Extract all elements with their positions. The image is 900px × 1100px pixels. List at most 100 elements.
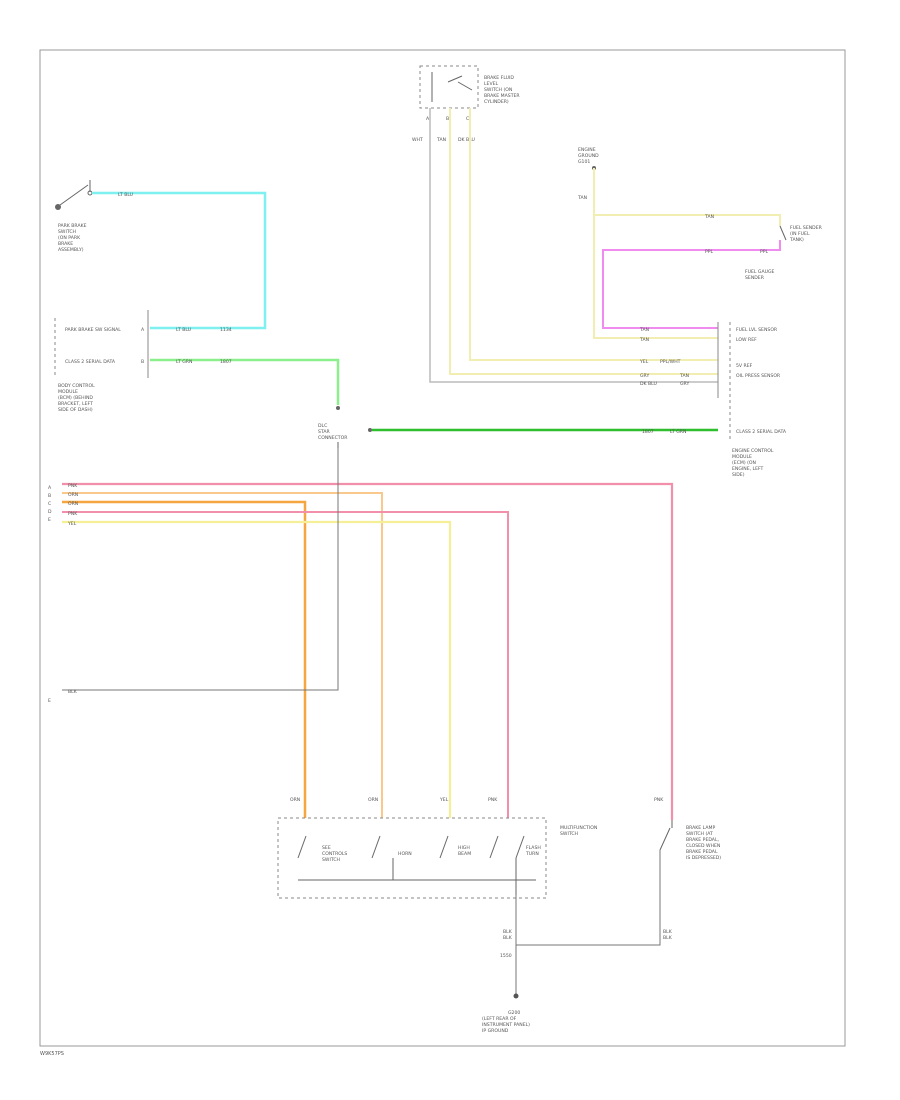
wire-label-bfs-wht: WHT (412, 137, 423, 143)
fuel-sender: FUEL SENDER (IN FUEL TANK) FUEL GAUGE SE… (745, 225, 823, 281)
mfs-label-0: MULTIFUNCTION (560, 825, 597, 831)
gnd-wire-3: BLK (663, 935, 673, 941)
mfs-sub-0: SEE (322, 845, 331, 851)
gnd-wire-1550: 1550 (500, 953, 512, 959)
ecm-pin-2: 5V REF (736, 363, 753, 369)
diagram-border (39, 49, 846, 1047)
wire-label-ppl-1: PPL (705, 249, 714, 255)
bls-label-2: BRAKE PEDAL, (686, 837, 720, 843)
wire-fuel-tan (593, 168, 781, 226)
ipc-wire-orn-1: ORN (68, 492, 78, 498)
bfs-label-4: CYLINDER) (484, 99, 509, 105)
wire-bfs-wht (429, 108, 718, 383)
mfs-sub-2: SWITCH (322, 857, 340, 863)
ecm: FUEL LVL SENSOR LOW REF 5V REF OIL PRESS… (717, 322, 787, 478)
eg-label-2: G101 (578, 159, 590, 165)
bls-label-5: IS DEPRESSED) (686, 855, 721, 861)
ipc-pin-b: B (48, 493, 51, 499)
wire-fuel-ppl (602, 240, 781, 329)
wire-label-lt-blu-1: LT BLU (118, 192, 133, 198)
ecm-pin-4: CLASS 2 SERIAL DATA (736, 429, 787, 435)
wire-label-lt-grn: LT GRN (176, 359, 192, 365)
ipc-wire-yel: YEL (67, 521, 77, 527)
junction: DLC STAR CONNECTOR (318, 406, 372, 448)
bls-label-3: CLOSED WHEN (686, 843, 720, 849)
bls-label-4: BRAKE PEDAL (686, 849, 718, 855)
wire-bfs-yel (469, 108, 718, 361)
sw-wire-3: PNK (488, 797, 498, 803)
park-brake-switch (55, 180, 93, 210)
junction-label-2: CONNECTOR (318, 435, 348, 441)
ecm-wire-3: PPL/WHT (660, 359, 681, 365)
ecm-wire-4: GRY (640, 373, 649, 379)
wire-label-ecm-1807: 1807 (642, 429, 654, 435)
bfs-pin-c: C (466, 116, 469, 122)
multifunction-switch: SEE CONTROLS SWITCH HORN HIGH BEAM FLASH… (277, 817, 597, 899)
fs-label-3: FUEL GAUGE (745, 269, 775, 275)
ecm-label-1: MODULE (732, 454, 752, 460)
ipc-pin-d: D (48, 509, 52, 515)
gnd-wire-2: BLK (663, 929, 673, 935)
pbs-label-0: PARK BRAKE (58, 223, 87, 229)
ecm-pin-3: OIL PRESS SENSOR (736, 373, 781, 379)
ecm-wire-5: TAN (679, 373, 689, 379)
wire-label-lt-blu-2: LT BLU (176, 327, 191, 333)
bfs-pin-b: B (446, 116, 449, 122)
pbs-label-3: BRAKE (58, 241, 73, 247)
mfs-sub-7: TURN (525, 851, 539, 857)
wire-lt-grn-bcm (150, 358, 340, 405)
bcm-label-1: MODULE (58, 389, 78, 395)
wire-blk-brake-lamp (516, 850, 661, 946)
wire-label-bfs-dkblu: DK BLU (458, 137, 475, 143)
bfs-label-2: SWITCH (ON (484, 87, 512, 93)
wire-label-1807: 1807 (220, 359, 232, 365)
wire-yel (62, 520, 452, 818)
bls-label-1: SWITCH (AT (686, 831, 713, 837)
wire-orn-lt (62, 492, 383, 818)
bfs-pin-a: A (426, 116, 430, 122)
gnd-label-2: INSTRUMENT PANEL) (482, 1022, 530, 1028)
bls-label-0: BRAKE LAMP (686, 825, 715, 831)
wire-lt-blu-park-brake (92, 191, 267, 330)
sw-wire-2: YEL (439, 797, 449, 803)
pbs-label-2: (ON PARK (58, 235, 81, 241)
ipc-pin-a: A (48, 485, 52, 491)
gnd-label-1: (LEFT REAR OF (482, 1016, 517, 1022)
bcm-label-3: BRACKET, LEFT (58, 401, 93, 407)
ecm-wire-2: YEL (639, 359, 649, 365)
junction-label-0: DLC (318, 423, 327, 429)
ecm-wire-1: TAN (639, 337, 649, 343)
bcm-pin-1: CLASS 2 SERIAL DATA (65, 359, 116, 365)
bcm-pin-num-b: B (141, 359, 144, 365)
mfs-sub-5: BEAM (458, 851, 471, 857)
bfs-label-1: LEVEL (484, 81, 499, 87)
wire-label-bfs-tan: TAN (436, 137, 446, 143)
fs-label-2: TANK) (789, 237, 804, 243)
mfs-label-1: SWITCH (560, 831, 578, 837)
sw-wire-4: PNK (654, 797, 664, 803)
wire-label-ppl-2: PPL (760, 249, 769, 255)
park-brake-switch-label: PARK BRAKE SWITCH (ON PARK BRAKE ASSEMBL… (58, 223, 87, 253)
ecm-pin-0: FUEL LVL SENSOR (736, 327, 778, 333)
ipc-wire-orn-2: ORN (68, 501, 78, 507)
mfs-sub-6: FLASH (526, 845, 541, 851)
ecm-pin-1: LOW REF (736, 337, 757, 343)
ipc-wire-pnk: PNK (68, 483, 78, 489)
gnd-label-0: G200 (508, 1010, 520, 1016)
ecm-label-3: ENGINE, LEFT (732, 466, 764, 472)
wire-fuel-tan-ecm (593, 215, 718, 339)
gnd-wire-0: BLK (503, 929, 513, 935)
junction-label-1: STAR (318, 429, 331, 435)
ipc-pin-bottom: E (48, 698, 51, 704)
bcm-pin-num-a: A (141, 327, 145, 333)
eg-label-1: GROUND (578, 153, 599, 159)
ipc-connector: A B C D E (48, 485, 52, 523)
ecm-wire-7: GRY (680, 381, 689, 387)
bcm-label-0: BODY CONTROL (58, 383, 95, 389)
footer-code: W9K57PS (40, 1051, 64, 1057)
mfs-sub-3: HORN (398, 851, 412, 857)
ecm-wire-6: DK BLU (640, 381, 657, 387)
ecm-label-0: ENGINE CONTROL (732, 448, 774, 454)
sw-wire-0: ORN (290, 797, 300, 803)
